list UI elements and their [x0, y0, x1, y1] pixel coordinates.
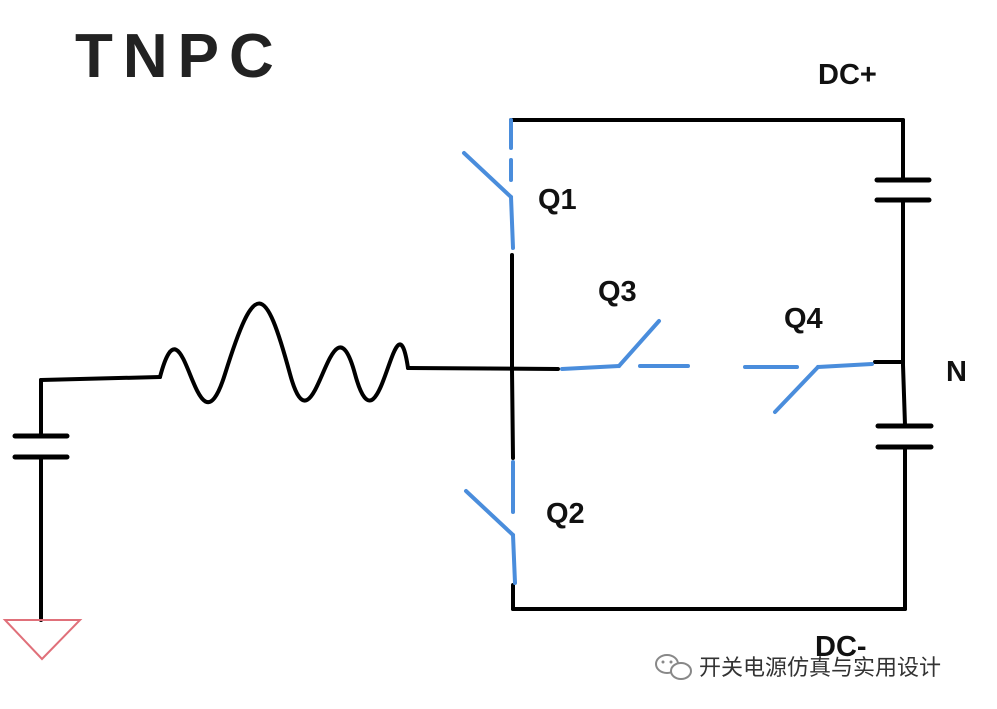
q1-label: Q1 — [538, 184, 577, 216]
dc-plus-label: DC+ — [818, 59, 877, 91]
wechat-icon — [655, 654, 692, 680]
watermark-text: 开关电源仿真与实用设计 — [699, 656, 941, 681]
q2-label: Q2 — [546, 498, 585, 530]
dc-minus-capacitor — [875, 423, 934, 450]
dc-minus-label: DC- — [815, 631, 867, 663]
q3-label: Q3 — [598, 276, 637, 308]
dc-bus-wires — [509, 118, 907, 611]
neutral-label: N — [946, 356, 967, 388]
resistor-lead-wire — [39, 375, 162, 382]
diagram-title: TNPC — [75, 22, 284, 91]
q4-switch — [743, 362, 874, 414]
center-node-wire — [406, 366, 560, 371]
watermark: 开关电源仿真与实用设计 — [655, 654, 941, 681]
q1-switch — [462, 118, 515, 250]
load-capacitor — [12, 433, 70, 460]
center-lower-wire — [510, 368, 515, 460]
q4-label: Q4 — [784, 303, 823, 335]
center-leg-wires — [406, 253, 560, 611]
load-resistor — [158, 301, 410, 405]
q3-switch — [560, 319, 690, 371]
dc-plus-capacitor — [874, 177, 932, 203]
right-mid2-wire — [901, 363, 907, 427]
ground-icon — [2, 619, 83, 661]
q2-switch — [464, 460, 517, 585]
